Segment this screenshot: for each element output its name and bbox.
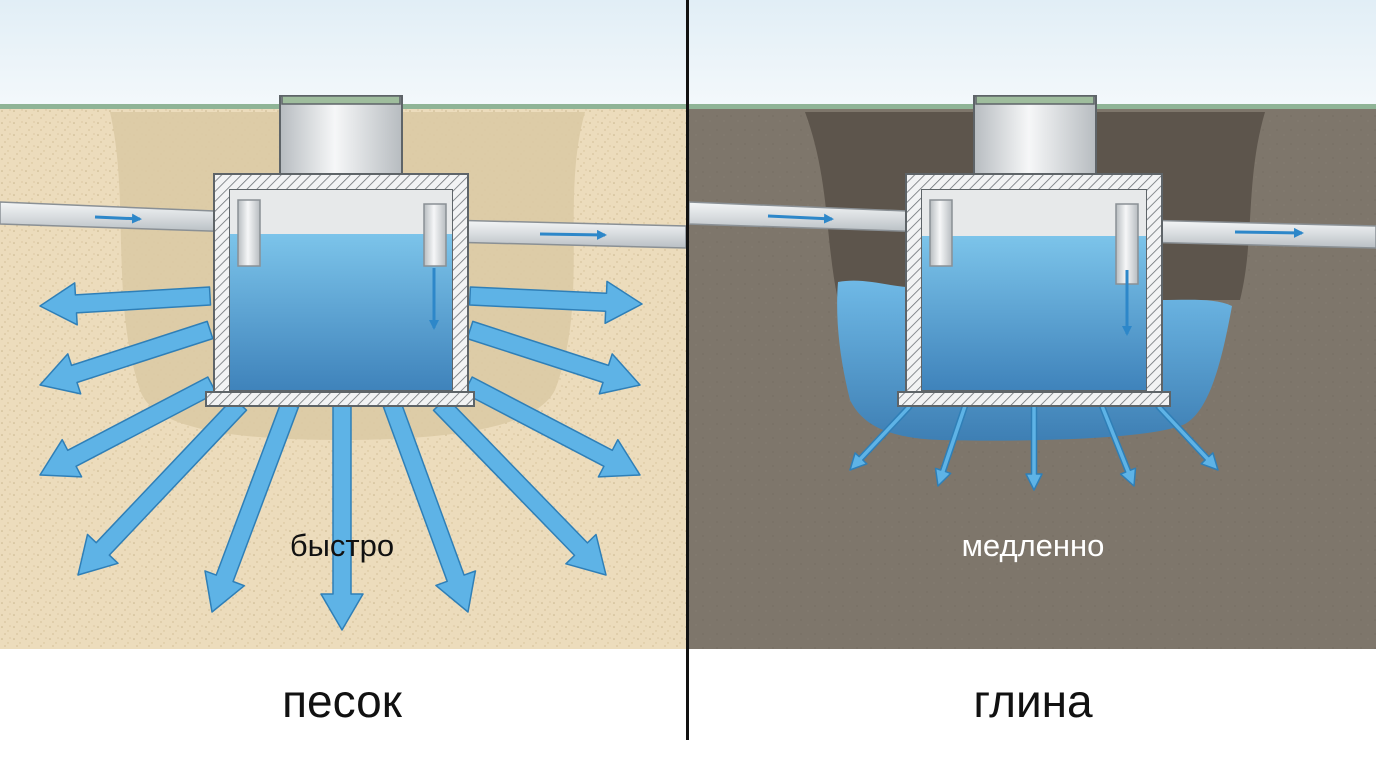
infiltration-arrows-fast xyxy=(39,280,643,631)
tank-neck xyxy=(279,95,403,187)
infiltration-arrow-slow xyxy=(934,404,969,487)
tank-base xyxy=(897,391,1171,407)
infiltration-arrow-fast xyxy=(39,376,217,478)
infiltration-arrow-fast xyxy=(382,400,477,613)
outflow-arrow xyxy=(539,229,607,240)
flow-speed-label-fast: быстро xyxy=(289,528,395,563)
tank-air xyxy=(230,190,452,234)
infiltration-arrow-slow xyxy=(1098,404,1137,487)
infiltration-arrow-fast xyxy=(39,320,214,395)
tank-lid xyxy=(975,95,1095,105)
inlet-pipe xyxy=(688,201,931,233)
outflow-arrow xyxy=(1234,227,1304,238)
septic-tank xyxy=(205,95,475,407)
panel-divider xyxy=(686,0,689,740)
septic-tank xyxy=(897,95,1171,407)
infiltration-arrow-fast xyxy=(466,320,641,395)
sand-panel xyxy=(0,0,687,649)
tank-lid xyxy=(281,95,401,105)
sky xyxy=(0,0,686,104)
flow-speed-label-slow: медленно xyxy=(961,528,1105,563)
soil-type-label-sand: песок xyxy=(282,675,402,727)
sky xyxy=(689,0,1376,104)
tank-water xyxy=(922,236,1146,390)
infiltration-arrow-fast xyxy=(204,400,300,613)
infiltration-arrow-fast xyxy=(468,280,643,325)
infiltration-arrow-fast xyxy=(463,376,641,478)
infiltration-arrow-slow xyxy=(849,403,913,471)
infiltration-arrows-slow xyxy=(849,403,1219,491)
tank-air xyxy=(922,190,1146,236)
infiltration-arrow-slow xyxy=(1155,403,1219,471)
infiltration-arrow-fast xyxy=(39,282,212,326)
inflow-arrow xyxy=(767,213,834,224)
infiltration-arrow-slow xyxy=(1025,405,1043,491)
infiltration-arrow-fast xyxy=(77,397,248,576)
clay-panel xyxy=(688,0,1376,649)
tank-base xyxy=(205,391,475,407)
soil-type-label-clay: глина xyxy=(973,675,1093,727)
infiltration-arrow-fast xyxy=(432,396,607,576)
tank-neck xyxy=(973,95,1097,187)
inflow-arrow xyxy=(94,213,142,224)
tank-water xyxy=(230,234,452,390)
infiltration-arrow-fast xyxy=(320,403,364,631)
